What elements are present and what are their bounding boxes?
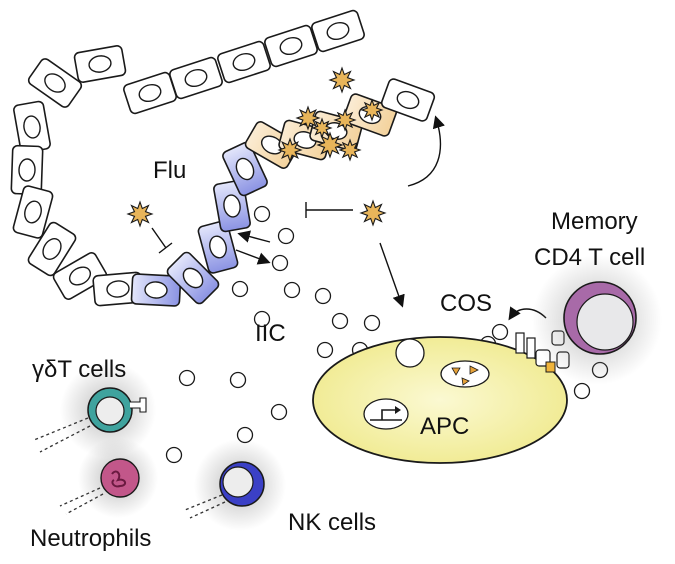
iic-molecule-dot (270, 403, 288, 421)
nk-cells-label: NK cells (288, 509, 376, 536)
arrow-icon (379, 242, 405, 308)
gamma-delta-t-cell (33, 362, 156, 458)
iic-molecule-dot (178, 369, 196, 387)
iic-molecule-dot (165, 446, 183, 464)
iic-molecule-dot (491, 323, 509, 341)
virus-icon (311, 117, 333, 139)
neutrophil-cell (59, 438, 158, 518)
promoter-icon (363, 398, 409, 430)
apc-cell: APC (312, 336, 568, 464)
apc-label: APC (420, 413, 469, 440)
virus-icon (333, 108, 357, 132)
iic-molecule-dot (314, 287, 332, 305)
epithelial-cell (52, 252, 108, 300)
epithelial-cell (197, 220, 239, 274)
antigen-processing-icon (440, 360, 490, 388)
neutrophils-label: Neutrophils (30, 525, 151, 552)
virus-icon (360, 98, 384, 122)
epithelial-cell (380, 78, 436, 122)
memory-label-line1: Memory (551, 208, 638, 235)
virus-icon (338, 138, 362, 162)
epithelial-cell (27, 58, 83, 108)
arrow-icon (407, 115, 445, 187)
nk-cell (184, 439, 286, 531)
iic-molecule-dot (573, 382, 591, 400)
iic-molecule-dot (253, 205, 271, 223)
memory-cd4-t-cell (532, 255, 662, 385)
flu-label: Flu (153, 157, 186, 184)
epithelial-cell (130, 273, 182, 307)
iic-label: IIC (255, 320, 286, 347)
airway-epithelium (10, 9, 436, 307)
epithelial-cell (264, 24, 318, 68)
iic-molecule-dot (277, 227, 295, 245)
iic-molecule-dot (316, 341, 334, 359)
iic-molecule-dot (253, 310, 271, 328)
inhibition-icon (151, 227, 173, 254)
iic-molecule-dot (229, 371, 247, 389)
inhibition-icon (305, 202, 353, 218)
virus-icon (328, 66, 356, 94)
virus-icon (295, 105, 321, 131)
gdt-cells-label: γδT cells (32, 356, 126, 383)
epithelial-cell (311, 9, 365, 53)
endosome-virus-icon (395, 338, 425, 368)
arrow-icon (237, 230, 271, 243)
virus-icon (316, 131, 344, 159)
virus-icon (277, 137, 303, 163)
epithelial-cell (222, 141, 268, 197)
epithelial-cell (12, 185, 54, 239)
arrow-icon (235, 249, 271, 265)
iic-molecule-dot (231, 280, 249, 298)
iic-molecule-dot (363, 314, 381, 332)
epithelial-cell (217, 40, 271, 84)
epithelial-cell (92, 271, 144, 307)
epithelial-cell (169, 56, 223, 100)
cos-label: COS (440, 290, 492, 317)
iic-molecule-dot (331, 312, 349, 330)
epithelial-cell (13, 100, 51, 154)
epithelial-cell (73, 45, 127, 83)
iic-molecule-dot (283, 281, 301, 299)
iic-molecule-dot (271, 254, 289, 272)
memory-label-line2: CD4 T cell (534, 244, 645, 271)
epithelial-cell (166, 251, 220, 305)
epithelial-cell (123, 71, 177, 115)
virus-icon (359, 199, 387, 227)
epithelial-cell (27, 221, 77, 277)
virus-icon (126, 200, 154, 228)
